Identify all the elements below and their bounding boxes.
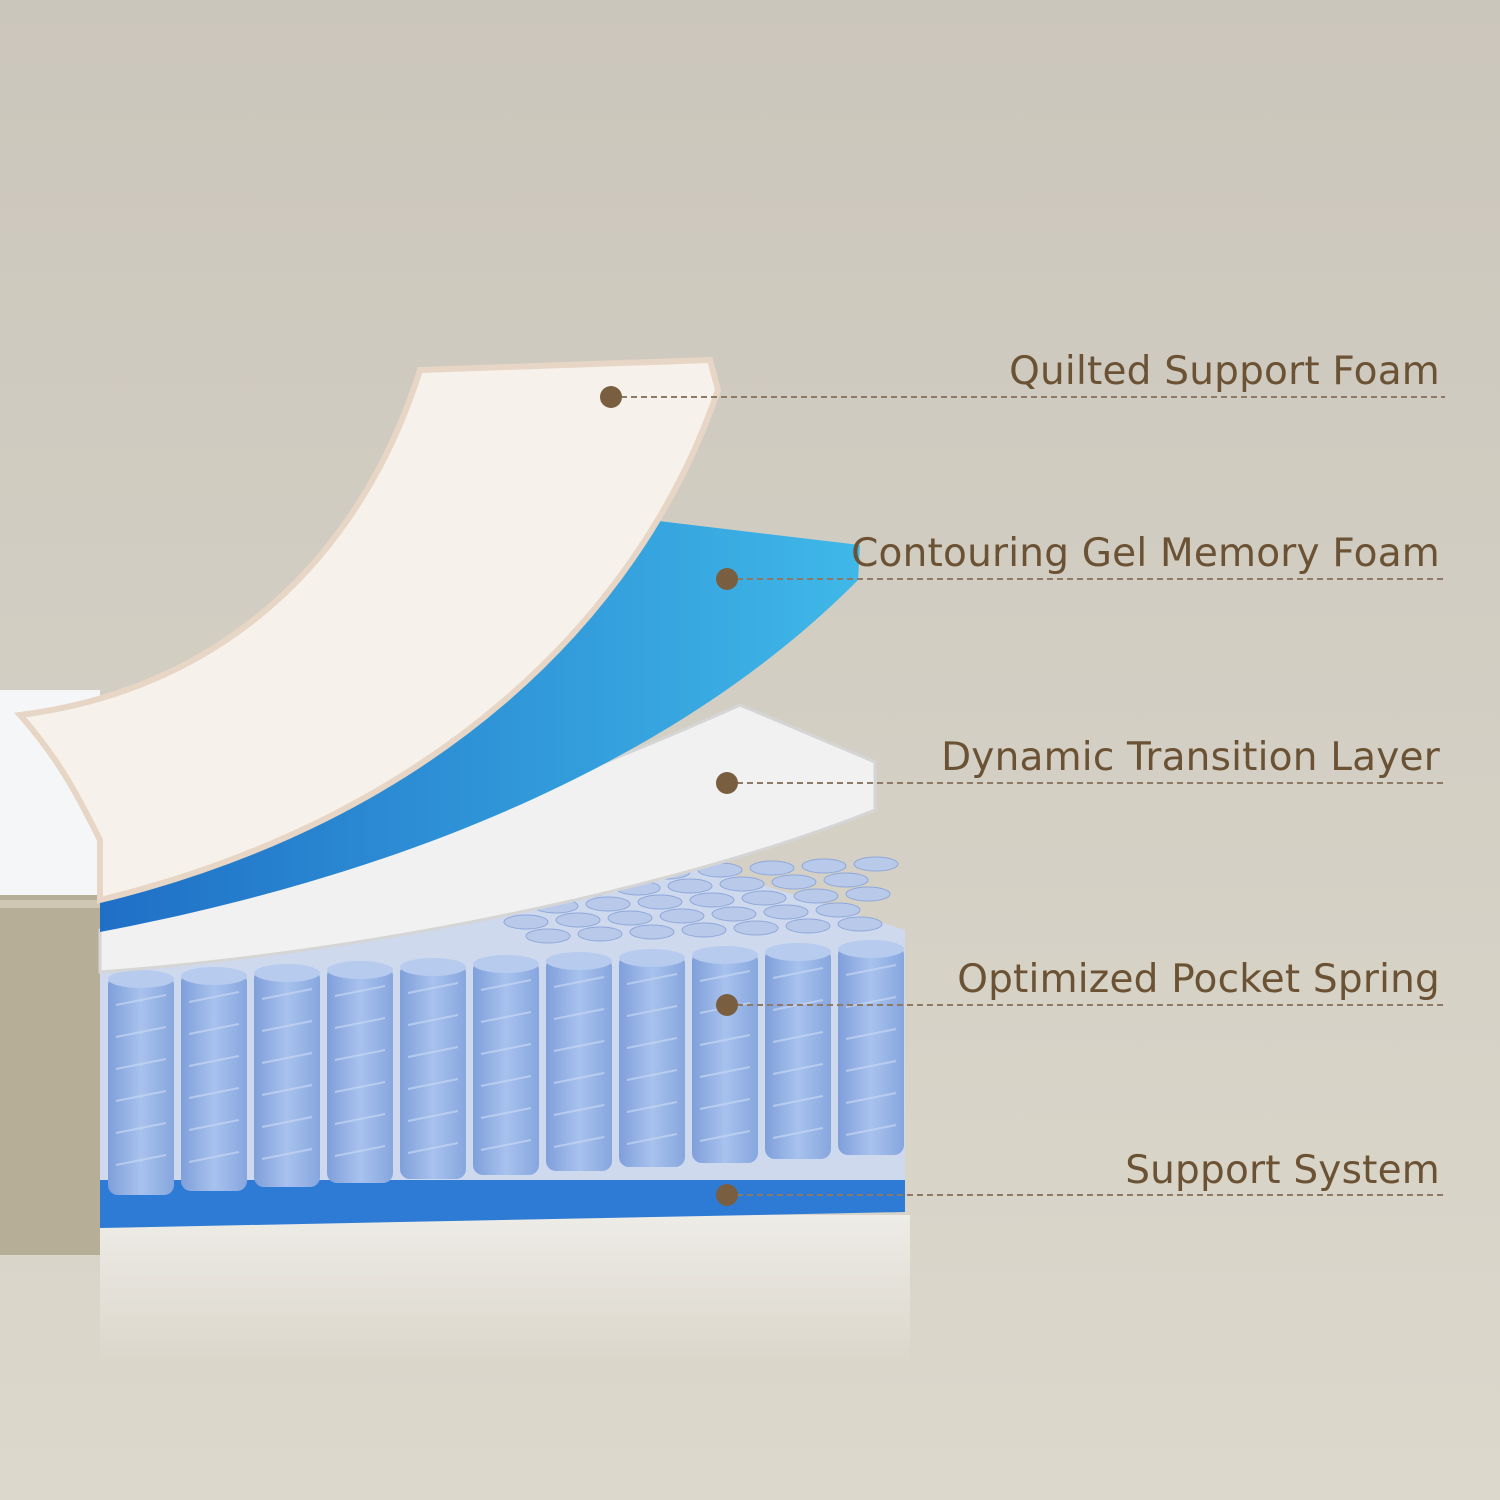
spring-top [607, 910, 653, 926]
spring-top [815, 902, 861, 918]
pocket-spring [546, 952, 612, 1171]
pocket-spring [692, 946, 758, 1163]
spring-top [793, 888, 839, 904]
pocket-spring [108, 970, 174, 1195]
label-quilted-support-foam: Quilted Support Foam [1009, 349, 1440, 394]
spring-top [667, 878, 713, 894]
spring-top [749, 860, 795, 876]
pocket-spring [765, 943, 831, 1159]
pocket-spring [473, 955, 539, 1175]
spring-top [763, 904, 809, 920]
floor-reflection [100, 1215, 910, 1365]
spring-top [629, 924, 675, 940]
label-support-system: Support System [1125, 1148, 1440, 1193]
callout-dot-support-system [716, 1184, 738, 1206]
pocket-spring [838, 940, 904, 1155]
spring-top [711, 906, 757, 922]
spring-top [801, 858, 847, 874]
spring-top [659, 908, 705, 924]
spring-top [741, 890, 787, 906]
pocket-spring-group [100, 856, 905, 1195]
spring-top [837, 916, 883, 932]
pocket-spring [181, 967, 247, 1191]
spring-top [785, 918, 831, 934]
label-contouring-gel-memory-foam: Contouring Gel Memory Foam [851, 531, 1440, 576]
spring-top [585, 896, 631, 912]
spring-top [733, 920, 779, 936]
callout-dot-optimized-pocket-spring [716, 994, 738, 1016]
quilted-support-foam-layer [13, 356, 722, 904]
callout-dot-quilted-support-foam [600, 386, 622, 408]
spring-top [689, 892, 735, 908]
spring-top [525, 928, 571, 944]
pocket-spring [619, 949, 685, 1167]
spring-top [853, 856, 899, 872]
support-system-layer [100, 1175, 905, 1228]
pocket-spring [400, 958, 466, 1179]
pocket-spring [327, 961, 393, 1183]
pocket-spring [254, 964, 320, 1187]
callout-connectors [600, 386, 1445, 1206]
callout-dot-dynamic-transition-layer [716, 772, 738, 794]
spring-top [719, 876, 765, 892]
spring-top [681, 922, 727, 938]
spring-top [503, 914, 549, 930]
callout-dot-contouring-gel-memory-foam [716, 568, 738, 590]
spring-top [845, 886, 891, 902]
spring-top [577, 926, 623, 942]
label-optimized-pocket-spring: Optimized Pocket Spring [957, 957, 1440, 1002]
spring-top [555, 912, 601, 928]
spring-top [637, 894, 683, 910]
label-dynamic-transition-layer: Dynamic Transition Layer [941, 735, 1440, 780]
spring-top [771, 874, 817, 890]
spring-top [823, 872, 869, 888]
